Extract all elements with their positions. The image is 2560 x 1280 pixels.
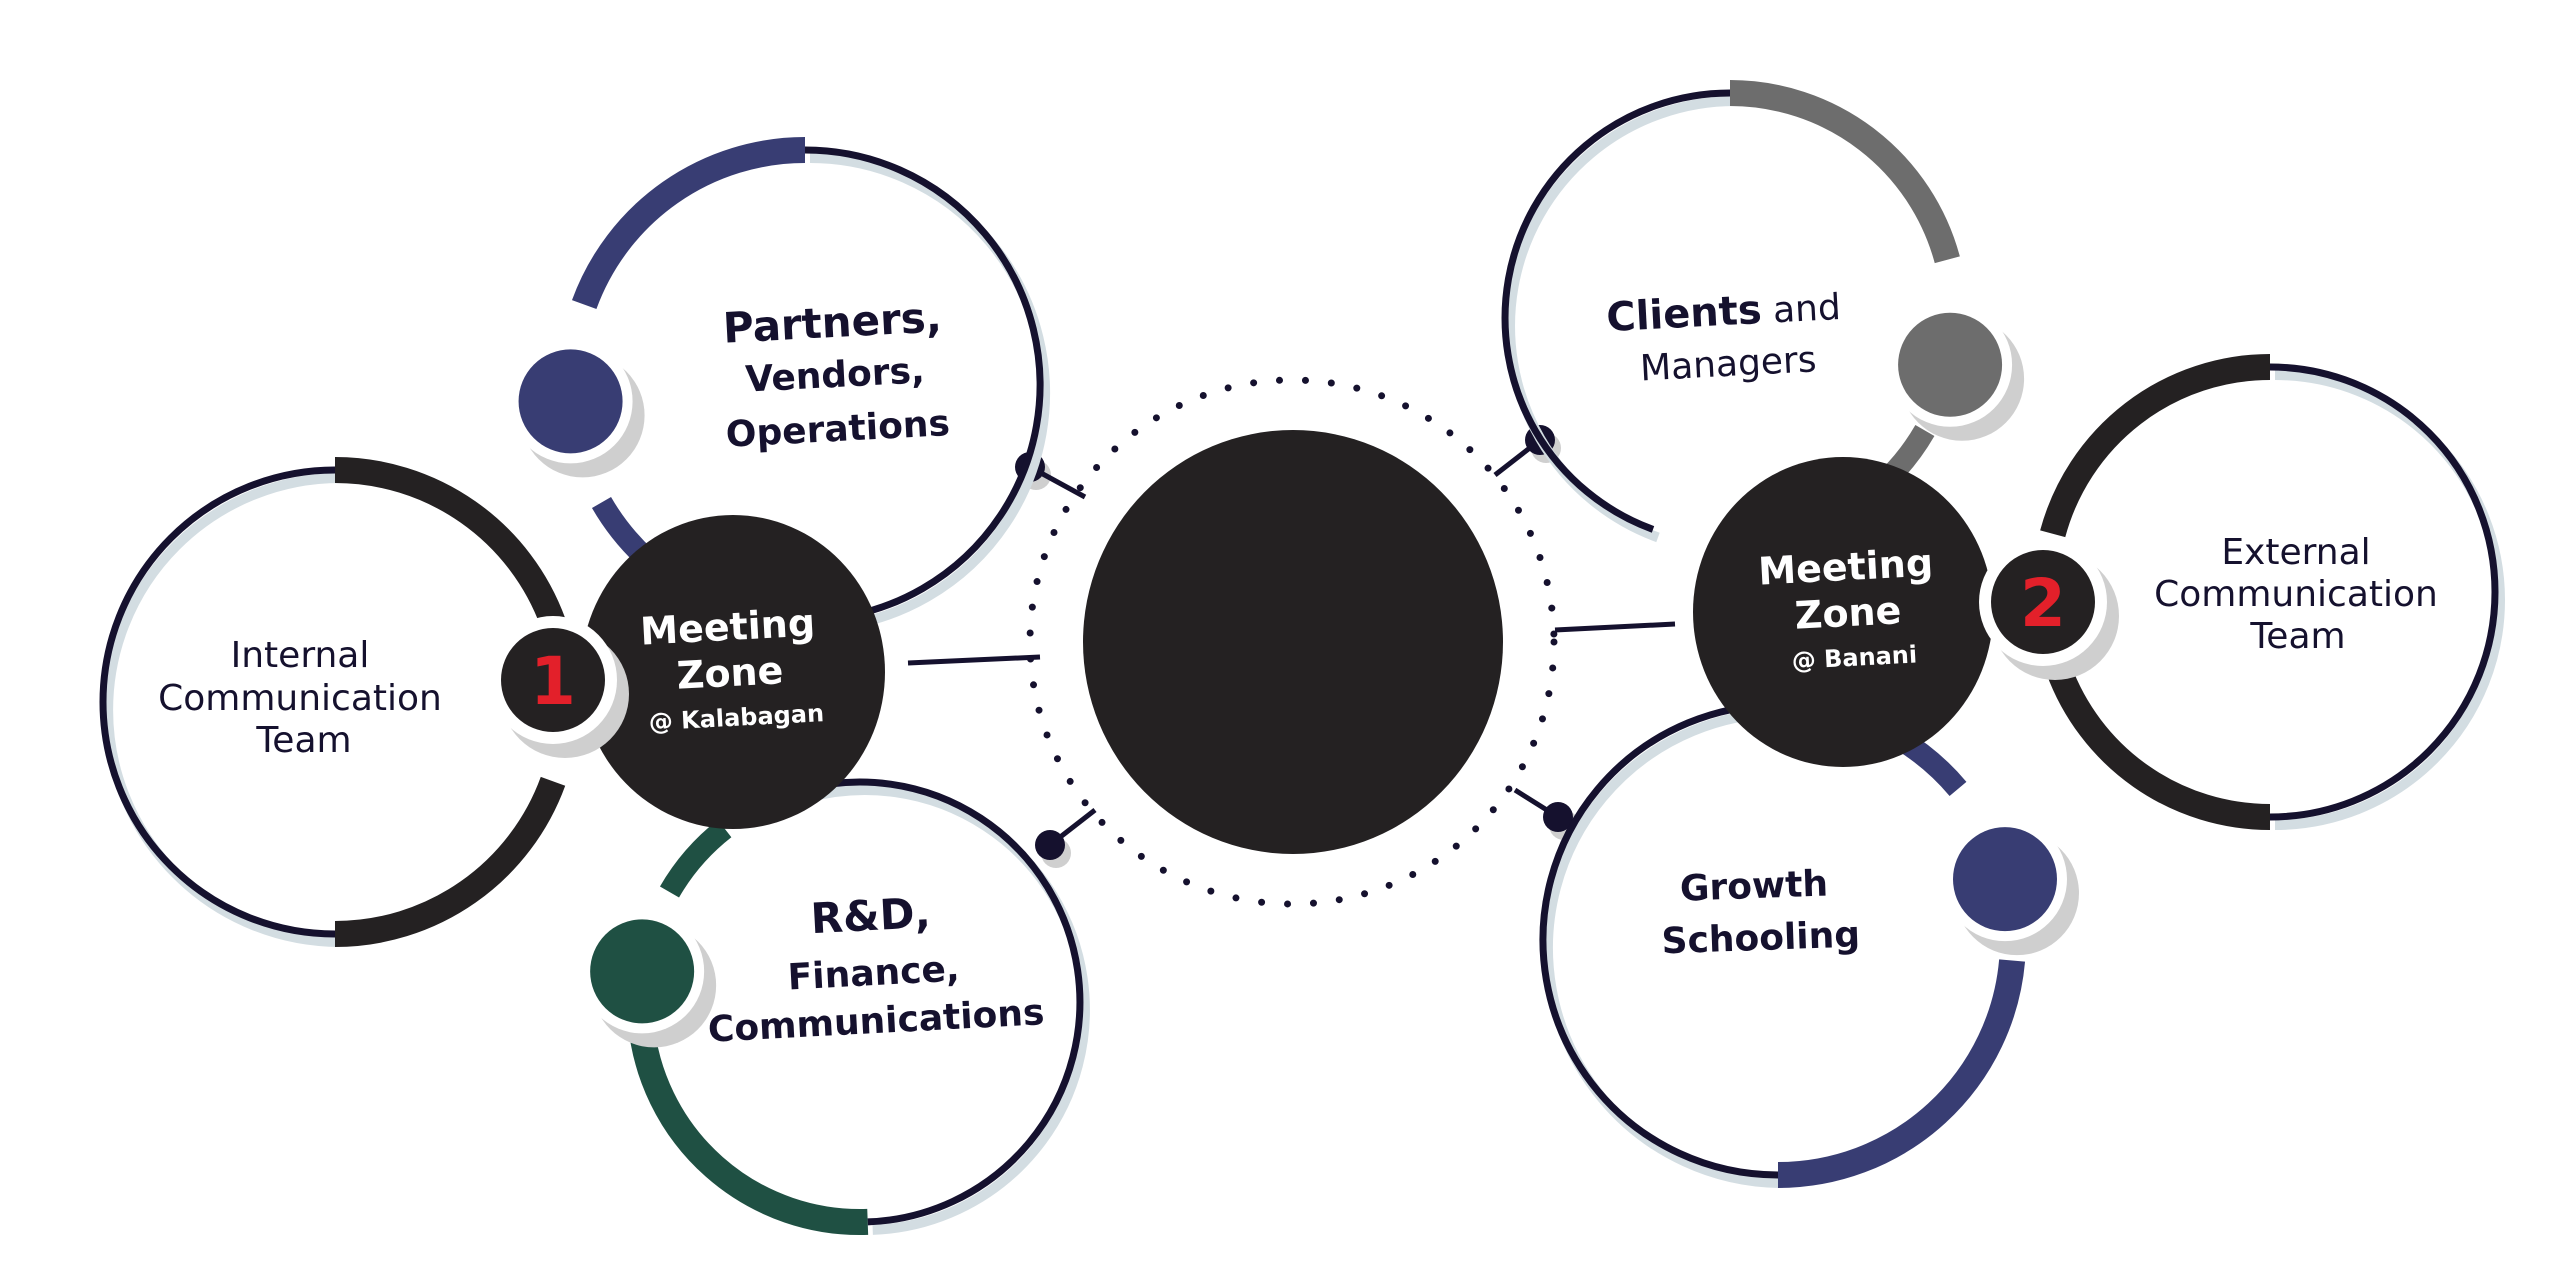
label-line: External — [2221, 532, 2370, 573]
label-line: Internal — [231, 635, 370, 676]
ring-shadow — [103, 473, 341, 947]
knob-dot-icon — [1898, 312, 2003, 417]
node-growth-schooling-label: Growth Schooling — [1661, 864, 1861, 963]
node-partners-label: Partners, Vendors, Operations — [722, 292, 951, 456]
ring-thin-arc — [802, 778, 1084, 1226]
ring-accent-arc — [334, 776, 566, 947]
knob-dot-icon — [1952, 827, 2057, 932]
knob-dot-icon — [590, 919, 695, 1024]
hub-title-line2: Zone — [1794, 588, 1903, 638]
label-line: Communication — [2154, 574, 2438, 615]
ring-accent-arc — [571, 137, 806, 310]
badge-disc — [1991, 550, 2095, 654]
ring-accent-arc — [2046, 664, 2271, 830]
ring-thin-arc — [1501, 89, 1731, 533]
hub-circle — [1693, 457, 1993, 767]
label-line: Operations — [725, 403, 951, 456]
label-line: Finance, — [787, 949, 961, 999]
center-node — [1026, 376, 1558, 908]
ring-thin-arc — [99, 466, 336, 938]
badge-number: 1 — [530, 643, 576, 720]
node-external-communication-label: External Communication Team — [2154, 532, 2438, 657]
label-line: Communication — [158, 678, 442, 719]
node-ring-internal-communication — [99, 457, 566, 947]
ring-accent-arc — [334, 457, 566, 628]
node-rnd-label: R&D, Finance, Communications — [707, 888, 1045, 1051]
center-dotted-ring — [1026, 376, 1558, 908]
label-line: Team — [255, 720, 351, 761]
hub-title-line1: Meeting — [639, 601, 816, 654]
hub-title-line2: Zone — [676, 648, 785, 698]
ring-accent-arc — [1777, 959, 2026, 1188]
label-line: R&D, — [809, 888, 931, 943]
ring-shadow — [806, 785, 1090, 1235]
spoke-line-left — [907, 654, 1041, 666]
hub-circle — [581, 515, 885, 829]
node-internal-communication-label: Internal Communication Team — [158, 635, 442, 761]
label-line: Growth — [1679, 864, 1828, 910]
label-line: Clients and — [1605, 283, 1842, 341]
badge-number: 2 — [2020, 565, 2066, 642]
node-ring-external-communication — [2040, 354, 2505, 830]
ring-accent-arc — [627, 1020, 869, 1235]
label-line: Managers — [1639, 339, 1817, 389]
label-line: Schooling — [1661, 914, 1861, 962]
ring-accent-arc — [2040, 354, 2271, 538]
node-ring-rnd-finance-communications — [580, 778, 1090, 1235]
label-line: Vendors, — [744, 350, 925, 400]
label-line: Partners, — [722, 292, 943, 352]
knob-dot-icon — [518, 349, 623, 454]
center-circle — [1083, 430, 1503, 854]
spoke-line-right — [1554, 621, 1676, 633]
ring-thin-arc — [2269, 363, 2499, 821]
label-line: Team — [2249, 616, 2345, 657]
ring-accent-tail — [659, 819, 732, 898]
label-bold: Clients — [1605, 287, 1763, 341]
label-line: Communications — [707, 992, 1045, 1051]
node-clients-label: Clients and Managers — [1605, 283, 1842, 390]
ring-accent-arc — [1729, 80, 1960, 264]
connector-dot — [1543, 802, 1573, 832]
connector-dot — [1035, 830, 1065, 860]
label-rest: and — [1761, 287, 1842, 332]
ring-shadow — [2274, 370, 2505, 830]
hub-title-line1: Meeting — [1757, 541, 1934, 594]
badge-disc — [501, 628, 605, 732]
hub-location: @ Banani — [1791, 640, 1918, 675]
node-ring-clients-managers — [1501, 80, 2025, 543]
